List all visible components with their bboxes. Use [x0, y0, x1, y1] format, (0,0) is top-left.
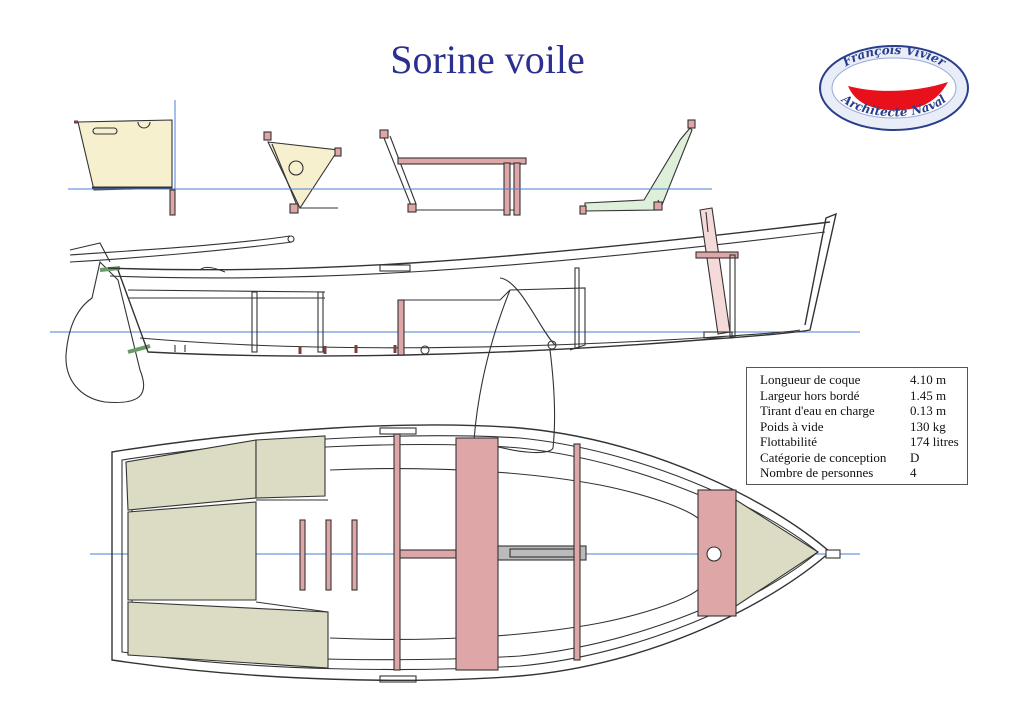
spec-value: 4	[910, 465, 917, 480]
spec-row: Flottabilité 174 litres	[760, 434, 967, 450]
section-forward	[579, 119, 696, 215]
spec-label: Poids à vide	[760, 418, 824, 434]
page-title: Sorine voile	[390, 37, 585, 82]
spec-label: Catégorie de conception	[760, 449, 887, 465]
spec-value: D	[910, 449, 920, 465]
section-centerboard	[379, 129, 527, 216]
spec-row: Longueur de coque 4.10 m	[760, 372, 967, 388]
spec-row: Nombre de personnes 4	[760, 465, 967, 481]
spec-value: 4.10 m	[910, 372, 947, 387]
spec-row: Catégorie de conception D	[760, 450, 967, 466]
spec-row: Poids à vide 130 kg	[760, 419, 967, 435]
section-mast-thwart	[263, 131, 342, 214]
hull-icon	[848, 82, 948, 111]
spec-label: Nombre de personnes	[760, 465, 874, 480]
plan-view	[90, 424, 860, 683]
architect-logo: François Vivier Architecte Naval	[819, 44, 969, 131]
spec-label: Largeur hors bordé	[760, 387, 860, 403]
spec-value: 0.13 m	[910, 403, 947, 418]
profile-view	[50, 207, 860, 454]
spec-value: 1.45 m	[910, 387, 947, 403]
spec-label: Longueur de coque	[760, 372, 861, 387]
spec-value: 130 kg	[910, 418, 946, 434]
spec-value: 174 litres	[910, 434, 959, 449]
spec-label: Flottabilité	[760, 434, 818, 449]
spec-label: Tirant d'eau en charge	[760, 403, 875, 418]
section-transom	[74, 100, 176, 216]
spec-row: Largeur hors bordé 1.45 m	[760, 388, 967, 404]
spec-row: Tirant d'eau en charge 0.13 m	[760, 403, 967, 419]
